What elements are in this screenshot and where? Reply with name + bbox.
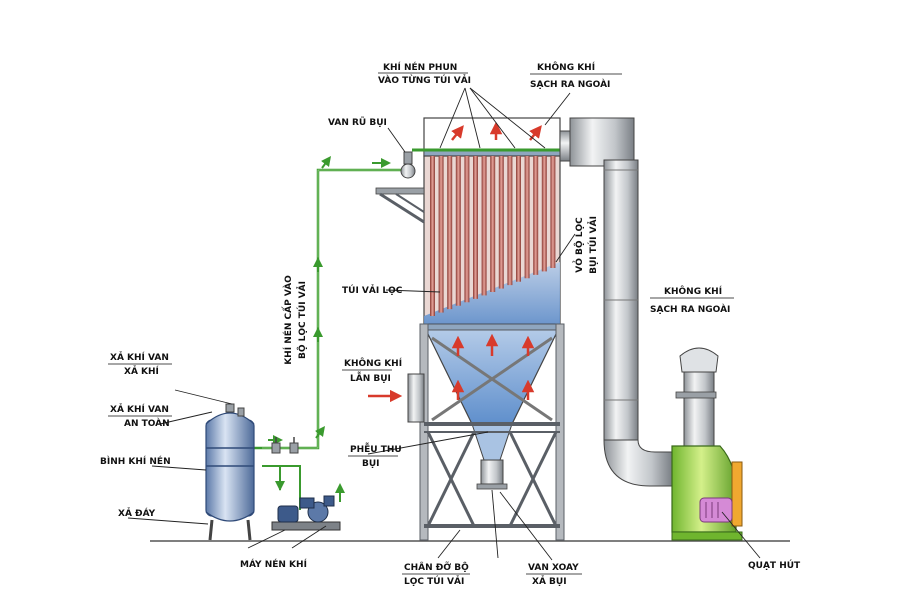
label-shake-valve: VAN RŨ BỤI <box>328 116 387 128</box>
filter-bag <box>464 156 470 303</box>
label-underlines <box>108 72 734 575</box>
label-air-jet-2: VÀO TỪNG TÚI VẢI <box>378 74 471 86</box>
filter-bag <box>430 156 435 316</box>
label-safety-valve-2: AN TOÀN <box>124 417 170 429</box>
filter-bag <box>498 156 504 289</box>
filter-bag <box>507 156 513 286</box>
label-filter-bag: TÚI VẢI LỌC <box>342 284 403 296</box>
label-support-legs-2: LỌC TÚI VẢI <box>404 575 464 587</box>
label-air-tank: BÌNH KHÍ NÉN <box>100 455 171 467</box>
label-vent-valve-2: XẢ KHÍ <box>124 365 160 377</box>
air-tank <box>205 403 255 541</box>
filter-bag <box>524 156 530 279</box>
fan-motor <box>699 497 733 523</box>
label-rotary-valve-2: XẢ BỤI <box>532 575 567 587</box>
pipe-valves <box>271 437 299 454</box>
filter-bags <box>430 156 556 316</box>
label-air-jet: KHÍ NÉN PHUN <box>383 61 457 73</box>
label-dusty-air-2: LẪN BỤI <box>350 371 391 384</box>
outlet-duct <box>559 117 673 487</box>
label-clean-air-top-2: SẠCH RA NGOÀI <box>530 78 610 90</box>
flow-arrow <box>529 125 542 141</box>
label-support-legs: CHÂN ĐỠ BỘ <box>404 561 469 573</box>
label-rotary-valve: VAN XOAY <box>528 563 579 573</box>
filter-bag <box>455 156 461 306</box>
shake-valve-icon <box>400 151 416 179</box>
filter-bag <box>473 156 478 299</box>
label-clean-air-right: KHÔNG KHÍ <box>664 285 723 297</box>
valve-platform <box>375 187 425 224</box>
label-compressor: MÁY NÉN KHÍ <box>240 558 308 570</box>
support-legs <box>419 323 565 541</box>
filter-bag <box>533 156 539 275</box>
filter-bag <box>447 156 453 310</box>
rotary-valve <box>480 459 504 485</box>
air-compressor <box>271 495 341 531</box>
label-compressed-feed: KHÍ NÉN CẤP VÀO <box>281 275 294 365</box>
label-filter-housing: VỎ BỘ LỌC <box>572 217 585 273</box>
label-dust-hopper-2: BỤI <box>362 459 380 469</box>
suction-fan <box>671 347 743 541</box>
leader-lines <box>127 87 761 561</box>
filter-bag <box>516 156 521 282</box>
filter-bag <box>550 156 556 268</box>
filter-bag <box>438 156 444 313</box>
label-compressed-feed-2: BỘ LỌC TÚI VẢI <box>296 281 308 359</box>
labels: KHÍ NÉN PHUN VÀO TỪNG TÚI VẢI KHÔNG KHÍ … <box>100 61 801 587</box>
label-dust-hopper: PHỄU THU <box>350 442 402 455</box>
label-clean-air-top: KHÔNG KHÍ <box>537 61 596 73</box>
label-bottom-drain: XẢ ĐÁY <box>118 507 156 519</box>
filter-bag <box>541 156 547 272</box>
flow-arrow <box>451 125 464 141</box>
label-clean-air-right-2: SẠCH RA NGOÀI <box>650 303 730 315</box>
filter-bag <box>490 156 496 292</box>
compressed-air-piping <box>254 156 412 510</box>
dusty-air-inlet <box>368 373 425 423</box>
filter-bag <box>481 156 487 296</box>
label-vent-valve: XẢ KHÍ VAN <box>110 351 169 363</box>
label-suction-fan: QUẠT HÚT <box>748 559 801 571</box>
label-filter-housing-2: BỤI TÚI VẢI <box>587 216 599 274</box>
label-safety-valve: XẢ KHÍ VAN <box>110 403 169 415</box>
label-dusty-air: KHÔNG KHÍ <box>344 357 403 369</box>
